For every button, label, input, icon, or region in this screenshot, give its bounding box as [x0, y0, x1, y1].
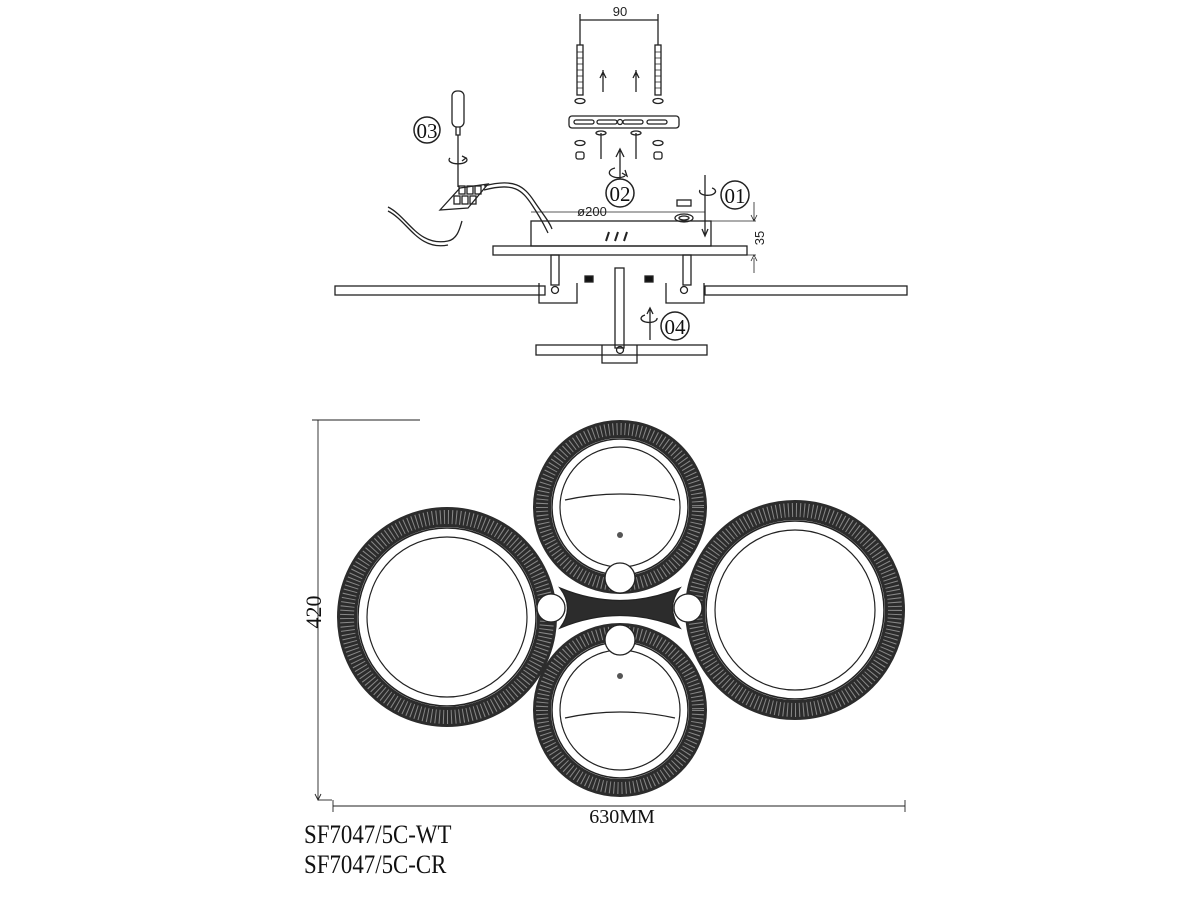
width-dimension [332, 800, 906, 812]
side-arms [334, 254, 908, 304]
step-labels [413, 116, 750, 341]
step-03-label: 03 [417, 119, 438, 143]
ring-top [533, 420, 707, 594]
canopy-diameter-label: ø200 [577, 204, 607, 219]
height-dimension-label: 420 [301, 596, 326, 629]
ring-bottom [533, 623, 707, 797]
height-dimension [312, 419, 420, 802]
mounting-bolts [574, 44, 664, 105]
canopy [492, 202, 758, 273]
model-code-cr: SF7047/5C-CR [304, 850, 447, 879]
center-hub [536, 562, 703, 656]
step-02-label: 02 [610, 182, 631, 206]
step-01-label: 01 [725, 184, 746, 208]
canopy-height-label: 35 [752, 231, 767, 245]
center-arm [535, 267, 708, 364]
width-dimension-label: 630MM [589, 806, 655, 828]
rotate-arrow-01 [674, 175, 717, 238]
terminal-block [387, 182, 553, 247]
ring-left [337, 507, 557, 727]
mounting-plate [568, 115, 680, 160]
step-04-label: 04 [665, 315, 687, 339]
plan-view [337, 420, 905, 797]
screwdriver-icon [448, 90, 468, 187]
model-code-wt: SF7047/5C-WT [304, 820, 452, 849]
ring-right [685, 500, 905, 720]
bracket-spacing-label: 90 [613, 4, 627, 19]
bracket-spacing-dimension [579, 14, 659, 45]
